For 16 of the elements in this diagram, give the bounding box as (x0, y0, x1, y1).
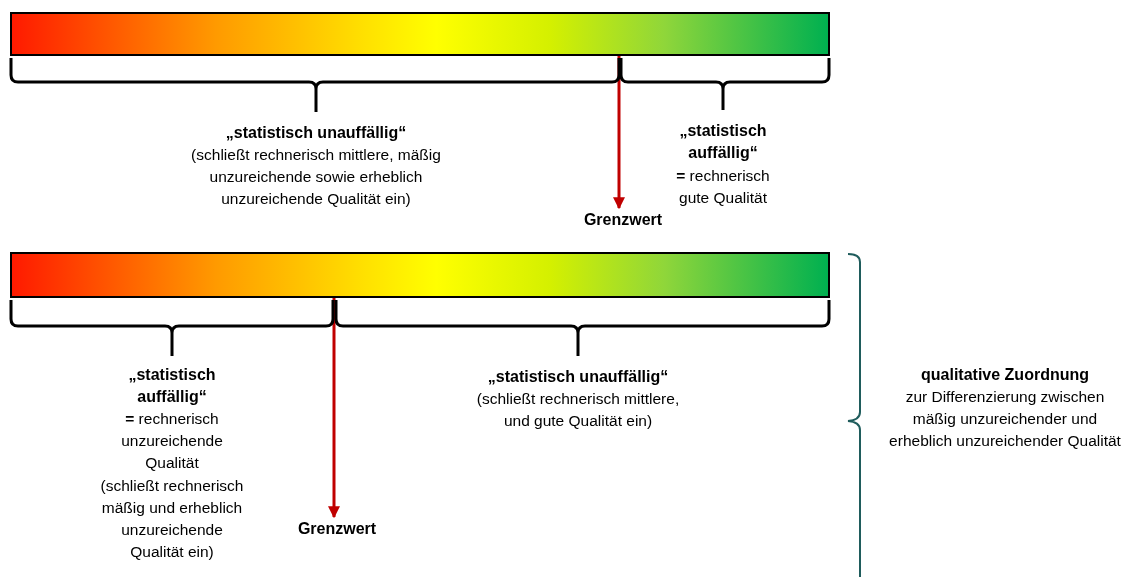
category-heading: „statistisch auffällig“ (127, 365, 217, 407)
category-heading: qualitative Zuordnung (920, 365, 1090, 385)
description-text: (schließt rechnerisch mittlere, und gute Qualität ein) (475, 389, 681, 431)
description-text: zur Differenzierung zwischen mäßig unzureichender und erheblich unzureichender Qualität (888, 387, 1122, 451)
description-text: = rechnerisch gute Qualität (675, 166, 771, 208)
description-text: (schließt rechnerisch mäßig und erheblich unzureichende Qualität ein) (99, 476, 245, 562)
description-text: (schließt rechnerisch mittlere, mäßig unzureichende sowie erheblich unzureichende Qualität ein) (190, 145, 442, 209)
threshold-label: Grenzwert (583, 210, 663, 230)
category-heading: „statistisch unauffällig“ (486, 367, 670, 387)
description-text: = rechnerisch unzureichende Qualität (120, 409, 224, 473)
color-gradient-bar (10, 252, 830, 298)
color-gradient-bar (10, 12, 830, 56)
threshold-label: Grenzwert (297, 519, 377, 539)
category-heading: „statistisch auffällig“ (678, 121, 768, 163)
arrow (328, 298, 340, 519)
category-heading: „statistisch unauffällig“ (224, 123, 408, 143)
